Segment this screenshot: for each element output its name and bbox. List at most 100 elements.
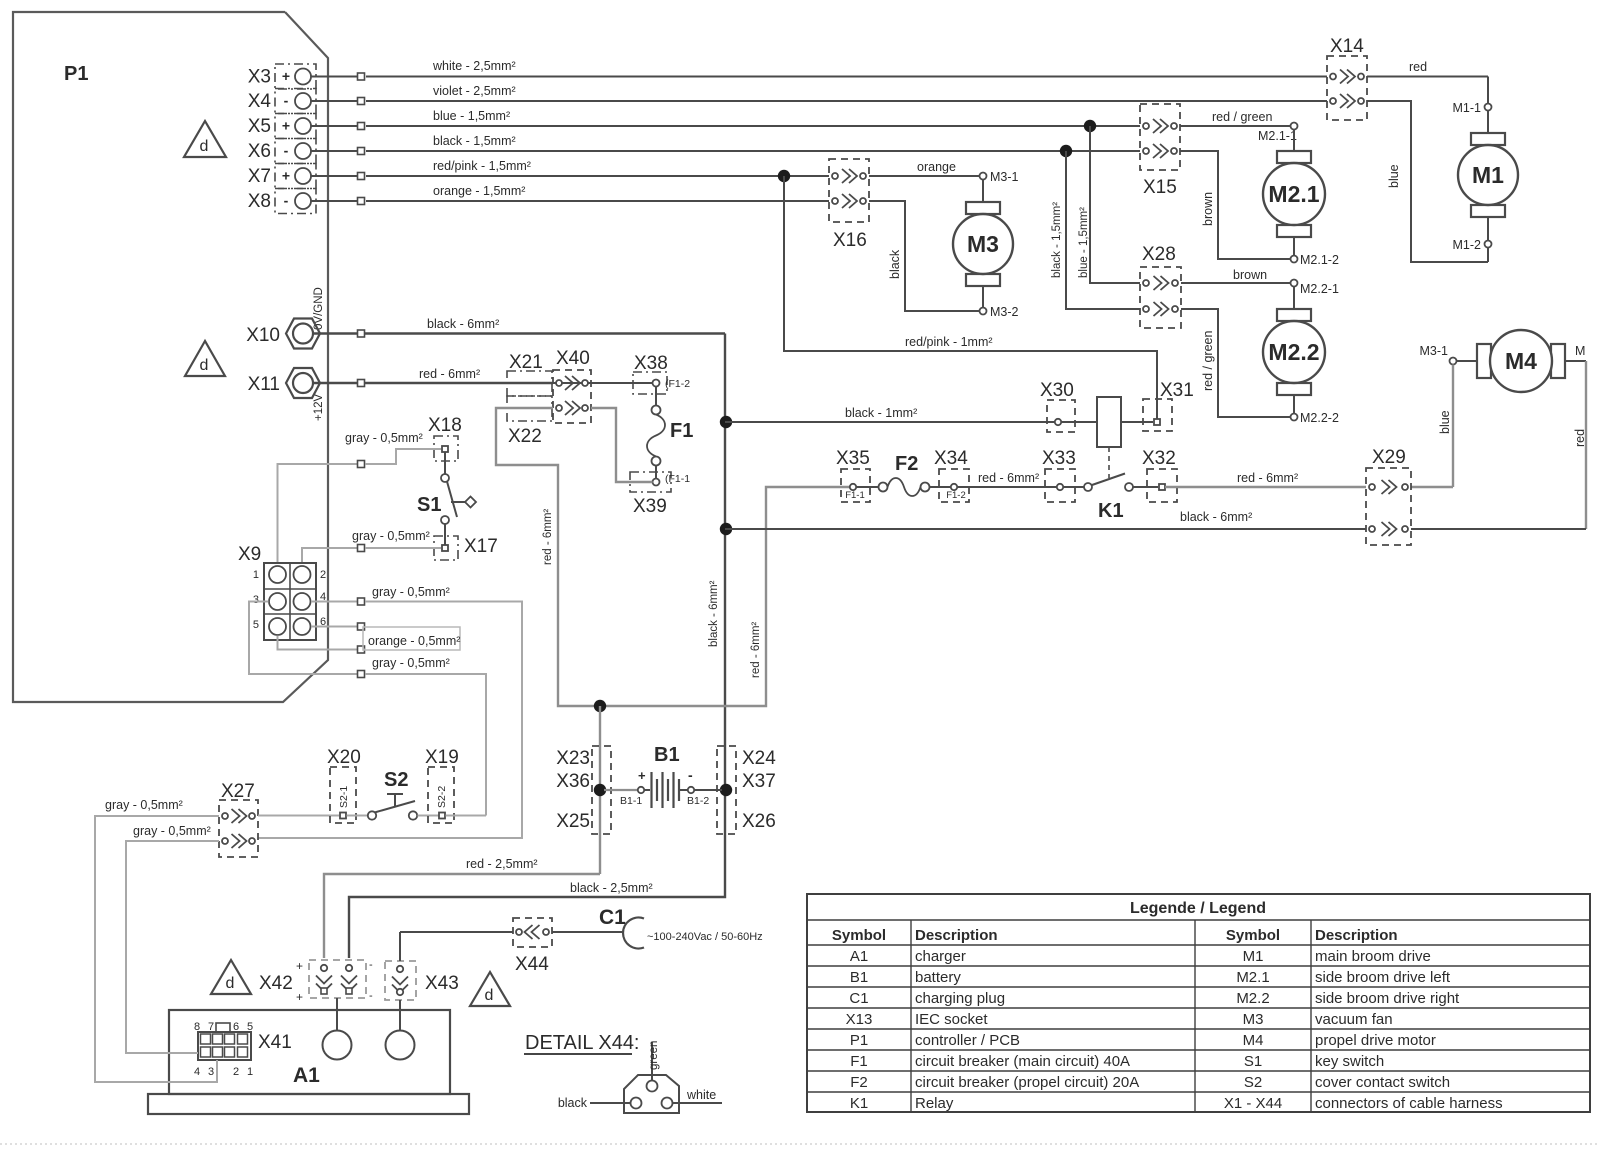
- svg-text:controller / PCB: controller / PCB: [915, 1032, 1020, 1049]
- svg-text:red - 6mm²: red - 6mm²: [1237, 471, 1298, 485]
- svg-text:X3: X3: [248, 67, 271, 88]
- svg-text:A1: A1: [293, 1064, 320, 1087]
- svg-text:X6: X6: [248, 141, 271, 162]
- svg-text:S2: S2: [1244, 1074, 1262, 1091]
- svg-text:black: black: [558, 1096, 588, 1110]
- svg-text:X31: X31: [1160, 380, 1194, 401]
- svg-text:-: -: [284, 143, 289, 159]
- svg-text:DETAIL X44:: DETAIL X44:: [525, 1032, 640, 1054]
- svg-text:-: -: [369, 990, 373, 1002]
- svg-text:X36: X36: [556, 771, 590, 792]
- svg-text:3: 3: [253, 594, 259, 606]
- svg-text:blue - 1,5mm²: blue - 1,5mm²: [1078, 207, 1090, 278]
- svg-text:black - 1mm²: black - 1mm²: [845, 406, 917, 420]
- svg-text:+: +: [282, 68, 290, 84]
- svg-text:C1: C1: [849, 990, 868, 1007]
- svg-text:orange - 1,5mm²: orange - 1,5mm²: [433, 184, 525, 198]
- svg-text:2: 2: [320, 569, 326, 581]
- svg-text:Symbol: Symbol: [1226, 927, 1280, 944]
- svg-text:IEC socket: IEC socket: [915, 1011, 988, 1028]
- svg-text:M3-1: M3-1: [990, 170, 1019, 184]
- svg-text:brown: brown: [1233, 268, 1267, 282]
- svg-text:M3: M3: [1243, 1011, 1264, 1028]
- svg-text:black - 2,5mm²: black - 2,5mm²: [570, 881, 653, 895]
- svg-text:F1: F1: [850, 1053, 868, 1070]
- svg-text:B1-2: B1-2: [687, 795, 709, 807]
- svg-text:white - 2,5mm²: white - 2,5mm²: [432, 59, 516, 73]
- svg-text:M2.2: M2.2: [1268, 339, 1319, 365]
- svg-text:S1: S1: [417, 494, 441, 516]
- svg-text:M: M: [1575, 344, 1585, 358]
- svg-text:4: 4: [194, 1066, 200, 1078]
- svg-text:red - 6mm²: red - 6mm²: [978, 471, 1039, 485]
- svg-text:gray - 0,5mm²: gray - 0,5mm²: [105, 798, 183, 812]
- svg-text:X20: X20: [327, 747, 361, 768]
- svg-text:F1: F1: [670, 420, 693, 442]
- svg-text:B1: B1: [850, 969, 868, 986]
- svg-text:violet - 2,5mm²: violet - 2,5mm²: [433, 84, 516, 98]
- svg-text:charger: charger: [915, 948, 966, 965]
- svg-text:X16: X16: [833, 230, 867, 251]
- svg-text:red: red: [1573, 429, 1587, 447]
- svg-text:X42: X42: [259, 973, 293, 994]
- svg-text:black - 6mm²: black - 6mm²: [708, 580, 720, 647]
- svg-text:X18: X18: [428, 415, 462, 436]
- svg-text:M2.2-1: M2.2-1: [1300, 282, 1339, 296]
- svg-text:X41: X41: [258, 1032, 292, 1053]
- svg-text:black - 1,5mm²: black - 1,5mm²: [433, 134, 516, 148]
- svg-text:propel drive motor: propel drive motor: [1315, 1032, 1436, 1049]
- svg-text:red - 6mm²: red - 6mm²: [750, 622, 762, 678]
- svg-text:X35: X35: [836, 448, 870, 469]
- svg-text:red / green: red / green: [1212, 110, 1273, 124]
- svg-text:3: 3: [208, 1066, 214, 1078]
- svg-text:d: d: [226, 975, 235, 992]
- svg-text:6: 6: [320, 616, 326, 628]
- svg-text:X24: X24: [742, 748, 776, 769]
- svg-text:1: 1: [247, 1066, 253, 1078]
- svg-text:0V/GND: 0V/GND: [313, 287, 325, 330]
- svg-text:(F1-2: (F1-2: [665, 378, 690, 390]
- svg-text:S2: S2: [384, 769, 408, 791]
- svg-text:7: 7: [208, 1021, 214, 1033]
- svg-text:X14: X14: [1330, 36, 1364, 57]
- svg-text:+: +: [296, 990, 303, 1004]
- svg-text:M1: M1: [1472, 162, 1504, 188]
- svg-text:d: d: [485, 987, 494, 1004]
- svg-text:+12V: +12V: [313, 393, 325, 421]
- svg-text:X27: X27: [221, 781, 255, 802]
- svg-text:X29: X29: [1372, 447, 1406, 468]
- svg-text:X8: X8: [248, 191, 271, 212]
- svg-text:Description: Description: [915, 927, 998, 944]
- svg-text:red - 6mm²: red - 6mm²: [542, 509, 554, 565]
- svg-text:orange: orange: [917, 160, 956, 174]
- svg-text:M3: M3: [967, 231, 999, 257]
- svg-text:A1: A1: [850, 948, 868, 965]
- svg-text:gray - 0,5mm²: gray - 0,5mm²: [372, 585, 450, 599]
- svg-text:black - 6mm²: black - 6mm²: [427, 317, 499, 331]
- svg-text:gray - 0,5mm²: gray - 0,5mm²: [352, 529, 430, 543]
- svg-text:F1-2: F1-2: [946, 490, 966, 501]
- svg-text:X23: X23: [556, 748, 590, 769]
- svg-text:X33: X33: [1042, 448, 1076, 469]
- svg-text:cover contact switch: cover contact switch: [1315, 1074, 1450, 1091]
- svg-text:M2.1-2: M2.1-2: [1300, 253, 1339, 267]
- svg-text:brown: brown: [1201, 192, 1215, 226]
- svg-text:X21: X21: [509, 352, 543, 373]
- svg-text:X17: X17: [464, 536, 498, 557]
- svg-text:red/pink - 1,5mm²: red/pink - 1,5mm²: [433, 159, 531, 173]
- svg-text:side broom drive right: side broom drive right: [1315, 990, 1460, 1007]
- svg-text:+: +: [282, 118, 290, 134]
- svg-text:gray - 0,5mm²: gray - 0,5mm²: [372, 656, 450, 670]
- svg-text:red: red: [1409, 60, 1427, 74]
- svg-text:M2.2: M2.2: [1236, 990, 1269, 1007]
- svg-text:black: black: [888, 249, 902, 279]
- svg-text:X39: X39: [633, 496, 667, 517]
- svg-text:Legende / Legend: Legende / Legend: [1130, 900, 1266, 917]
- svg-text:P1: P1: [850, 1032, 868, 1049]
- svg-text:circuit breaker (propel circui: circuit breaker (propel circuit) 20A: [915, 1074, 1139, 1091]
- svg-text:M2.1-1: M2.1-1: [1258, 129, 1297, 143]
- svg-text:X9: X9: [238, 544, 261, 565]
- svg-text:M4: M4: [1243, 1032, 1264, 1049]
- svg-text:Symbol: Symbol: [832, 927, 886, 944]
- svg-text:K1: K1: [1098, 500, 1124, 522]
